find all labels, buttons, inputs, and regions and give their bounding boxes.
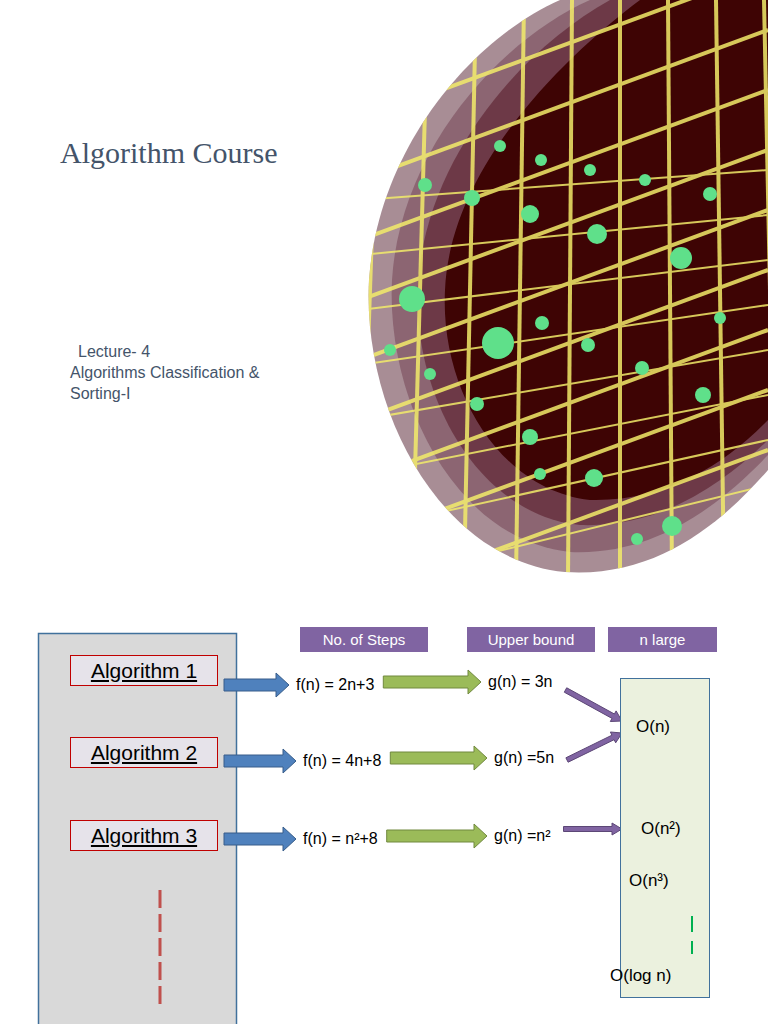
complexity-class: O(n) — [636, 717, 670, 737]
complexity-class: O(n²) — [641, 819, 681, 839]
column-header: No. of Steps — [300, 627, 428, 652]
algorithm-name: Algorithm 2 — [91, 741, 197, 765]
complexity-class: O(log n) — [610, 966, 671, 986]
upper-bound: g(n) =n² — [491, 825, 553, 847]
continuation-dashes — [159, 890, 162, 1004]
formula: g(n) =5n — [494, 749, 554, 767]
complexity-box: O(n)O(n²)O(n³)O(log n) — [620, 678, 710, 998]
flow-arrow — [390, 746, 487, 770]
formula: f(n) = 4n+8 — [303, 752, 381, 770]
flow-arrow — [566, 732, 622, 762]
flow-arrow — [224, 673, 289, 697]
algorithm-panel — [39, 634, 237, 1024]
formula: g(n) =n² — [494, 827, 550, 845]
ellipsis-dashes — [684, 914, 704, 964]
column-header: Upper bound — [467, 627, 595, 652]
formula: g(n) = 3n — [488, 673, 552, 691]
step-count: f(n) = 4n+8 — [300, 750, 384, 772]
flow-arrow — [224, 827, 296, 851]
algorithm-name: Algorithm 1 — [91, 659, 197, 683]
algorithm-box: Algorithm 2 — [70, 737, 218, 768]
header-text: No. of Steps — [323, 631, 406, 648]
flow-arrow — [564, 823, 623, 835]
slide-title: Algorithm Course — [60, 136, 278, 170]
header-text: n large — [640, 631, 686, 648]
formula: f(n) = 2n+3 — [296, 676, 374, 694]
flow-arrow — [224, 749, 296, 773]
step-count: f(n) = 2n+3 — [293, 674, 377, 696]
lecture-topic: Algorithms Classification & Sorting-I — [70, 362, 300, 404]
upper-bound: g(n) =5n — [491, 747, 557, 769]
algorithm-box: Algorithm 3 — [70, 820, 218, 851]
column-header: n large — [608, 627, 717, 652]
flow-arrow — [564, 688, 622, 722]
lecture-number: Lecture- 4 — [78, 341, 150, 362]
complexity-class: O(n³) — [629, 871, 669, 891]
header-text: Upper bound — [488, 631, 575, 648]
flow-arrow — [383, 670, 481, 694]
step-count: f(n) = n²+8 — [300, 828, 381, 850]
flow-arrow — [387, 824, 487, 848]
upper-bound: g(n) = 3n — [485, 671, 555, 693]
formula: f(n) = n²+8 — [303, 830, 378, 848]
algorithm-name: Algorithm 3 — [91, 824, 197, 848]
algorithm-box: Algorithm 1 — [70, 655, 218, 686]
